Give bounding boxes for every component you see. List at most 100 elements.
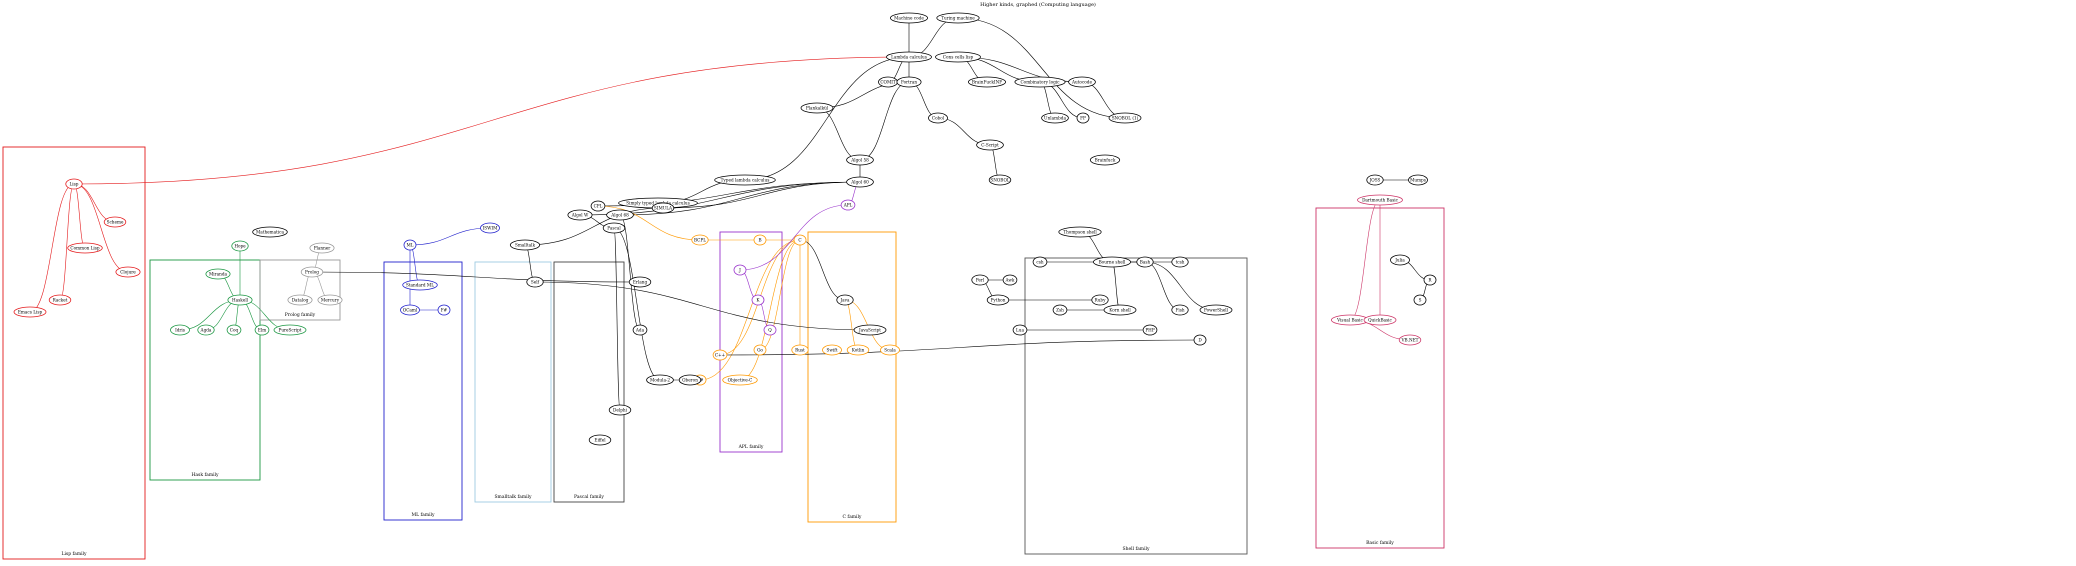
page-title: Higher kinds, graphed (Computing languag… [980,2,1096,8]
node-label: BrainFuckINF [972,80,1002,85]
node-n49: Korn shell [1103,304,1137,316]
node-label: Erlang [633,280,648,285]
node-label: Scheme [107,220,124,225]
edge-n24-n85 [1349,199,1381,321]
node-label: Typed lambda calculus [721,178,770,183]
node-label: Datalog [292,298,309,303]
node-label: Mercury [321,298,340,303]
edge-n45-n49 [1111,261,1121,311]
node-label: F# [441,308,448,313]
node-n67: Python [986,294,1010,306]
cluster-label: Shell family [1123,546,1150,552]
node-n52: PowerShell [1199,304,1233,316]
edge-n27-n36 [597,205,701,241]
node-n7: BrainFuckINF [968,76,1007,88]
node-n98: PureScript [273,324,307,336]
node-n36: BCPL [691,234,709,246]
node-label: Algol 68 [610,213,629,218]
cluster-c: C family [807,231,897,523]
node-n83: Delphi [608,404,632,416]
edge-n38-n71 [759,239,801,351]
node-label: tcsh [1176,260,1185,265]
edge-n53-n54 [409,244,421,286]
node-label: Bash [1140,260,1151,265]
node-label: Zsh [1056,308,1064,313]
node-label: C [798,238,801,243]
node-label: Q [768,328,772,333]
node-n86: QuickBasic [1363,314,1397,326]
node-n64: Emacs Lisp [13,306,47,318]
edge-n65-n74 [844,299,859,351]
node-n66: JavaScript [853,324,887,336]
node-label: Elm [258,328,266,333]
node-n84: Eiffel [588,434,612,446]
edge-n38-n65 [799,239,846,301]
node-label: QuickBasic [1368,318,1392,323]
node-label: csh [1036,260,1043,265]
node-n46: Bash [1136,256,1154,268]
edge-n18-n62 [73,183,129,273]
node-label: PowerShell [1204,308,1229,313]
node-label: Rust [795,348,805,353]
cluster-label: APL family [738,444,764,450]
node-n48: tcsh [1171,256,1189,268]
edge-n21-n30 [662,181,861,209]
node-n27: CPL [590,200,606,212]
edge-n2-n3 [908,17,959,58]
node-label: Lambda calculus [891,55,927,60]
node-label: Plankalkül [806,106,829,111]
cluster-pascal: Pascal family [553,261,625,503]
node-label: Oberon [682,378,698,383]
edge-n40-n66 [534,281,871,331]
node-n30: SIMULA [651,202,675,214]
edge-n3-n18 [73,56,910,185]
node-label: Self [531,280,540,285]
node-label: Cons cells lisp [943,55,974,60]
node-n43: Awk [1002,274,1018,286]
node-label: Standard ML [406,283,434,288]
node-label: Kotlin [852,348,865,353]
node-n69: Lua [1012,324,1028,336]
cluster-label: C family [843,514,862,520]
node-label: Objective-C [728,378,753,383]
cluster-label: Smalltalk family [494,494,531,500]
node-n71: Go [753,344,767,356]
node-n68: Ruby [1091,294,1109,306]
cluster-label: ML family [411,512,435,518]
node-n10: Unlambda [1041,112,1069,124]
edge-n6-n15 [908,81,939,119]
node-label: Scala [884,348,896,353]
node-label: JavaScript [858,328,881,333]
node-n61: Common Lisp [67,242,103,254]
node-label: Julia [1394,258,1405,263]
node-label: CPL [594,204,603,209]
node-label: Brainfuck [1095,158,1116,163]
edge-n8-n11 [1039,81,1084,119]
cluster-shell: Shell family [1024,257,1248,555]
node-n100: Mercury [317,294,343,306]
node-label: Emacs Lisp [18,310,43,315]
edge-n76-n79 [719,339,1201,356]
node-label: Eiffel [594,438,606,443]
node-n50: Zsh [1052,304,1068,316]
node-label: Go [757,348,763,353]
node-label: ISWIM [483,226,498,231]
edge-n31-n83 [613,227,621,411]
node-label: OCaml [403,308,418,313]
edge-n13-n14 [816,107,861,161]
node-label: Idris [175,328,185,333]
node-label: Planner [314,246,331,251]
edge-n26-n88 [739,204,849,271]
node-label: Delphi [613,408,628,413]
node-n99: Datalog [287,294,313,306]
edge-n46-n52 [1144,261,1217,311]
node-n6: Fortran [896,76,922,88]
node-label: Miranda [209,272,228,277]
node-n53: ML [403,239,417,251]
node-label: Ruby [1095,298,1107,303]
node-n14: Algol 58 [846,154,874,166]
edge-n46-n51 [1144,261,1181,311]
edge-n30-n39 [524,207,664,246]
cluster-label: Lisp family [61,551,87,557]
node-label: APL [843,203,853,208]
